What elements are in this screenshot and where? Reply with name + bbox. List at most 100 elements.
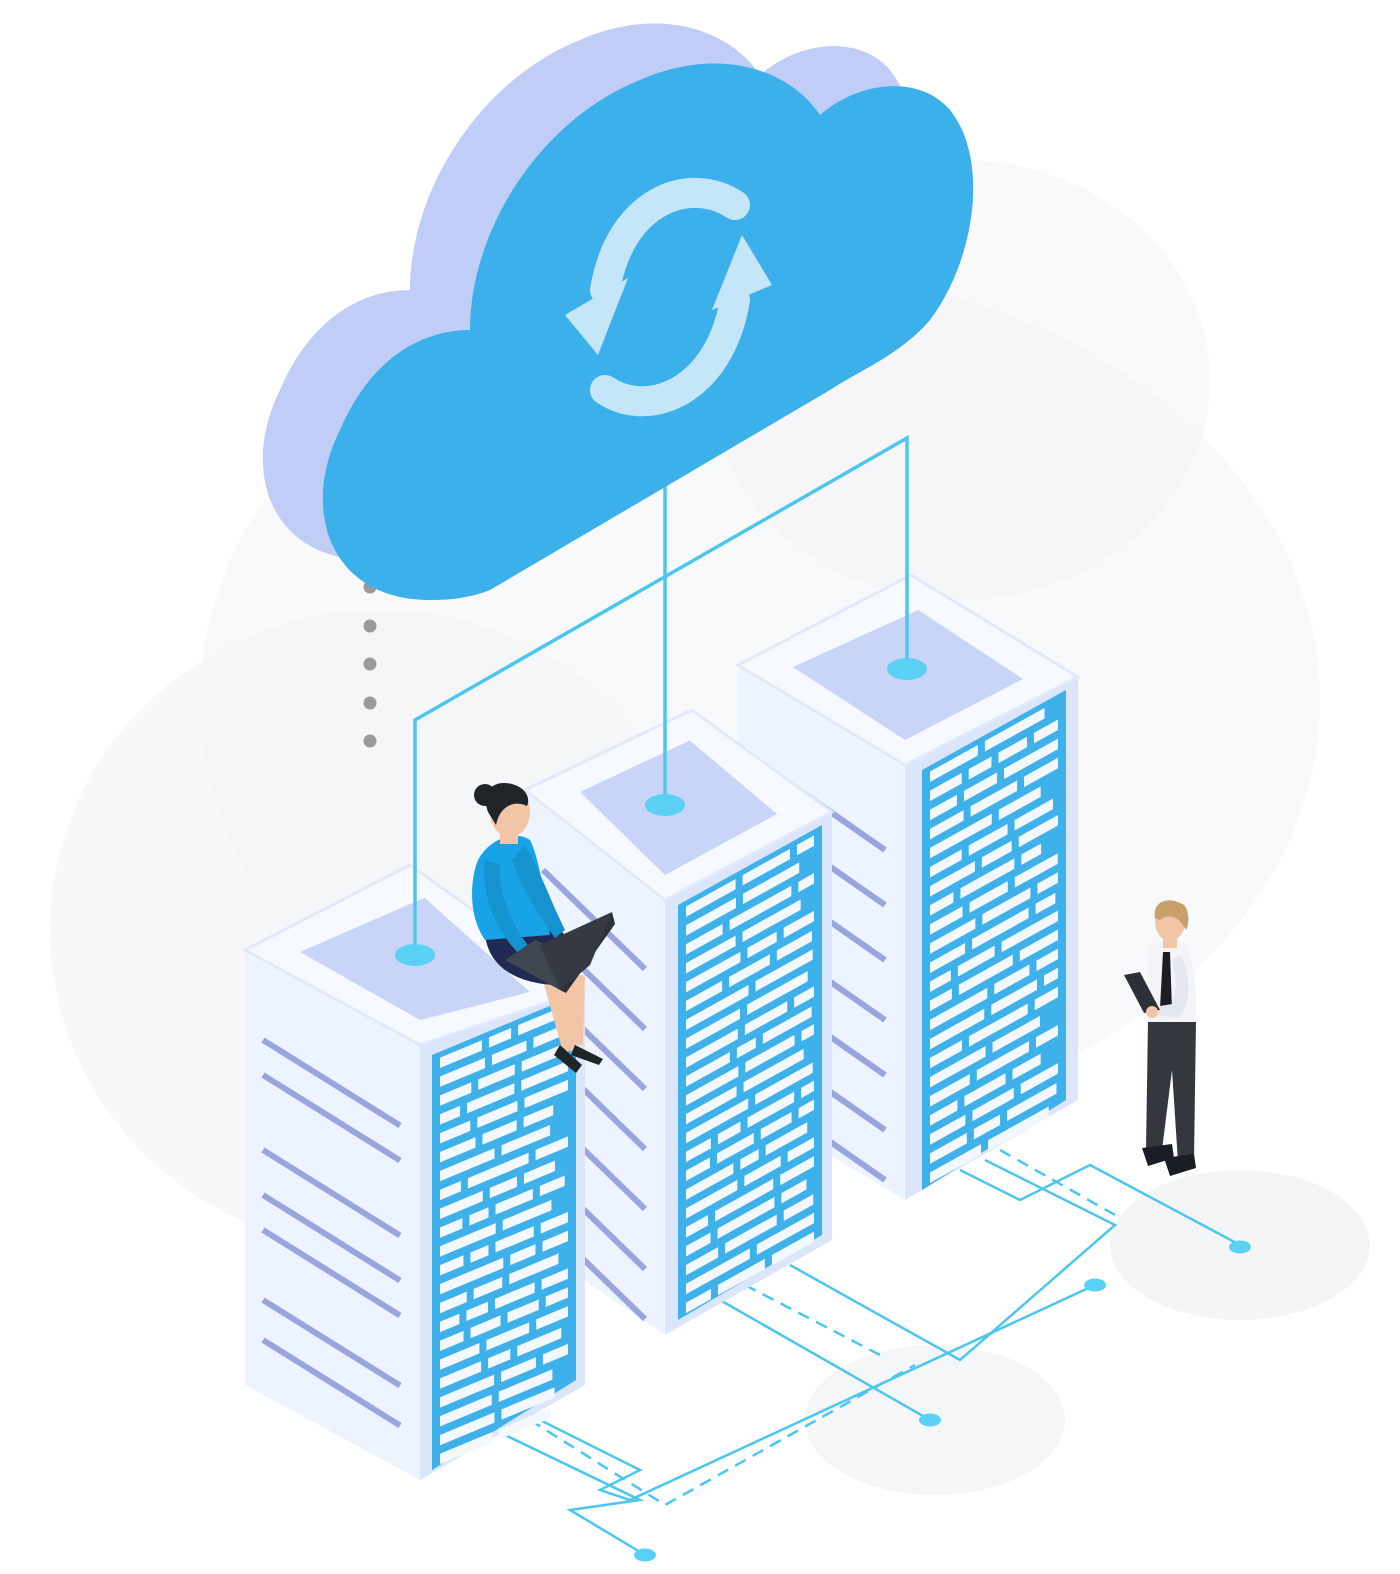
woman-hair [485,783,529,825]
rack-slot [686,1179,738,1219]
rack-slot [686,1248,750,1295]
rack-slot [495,1226,534,1253]
rack-slot [686,1085,737,1125]
rack-slot [686,951,741,993]
rack-slot [542,1343,568,1365]
rack-slot [440,1218,463,1238]
rack-slot [776,930,812,961]
dot [363,657,377,671]
connector-line [413,434,909,950]
rack-slot [930,1040,962,1069]
rack-slot [440,1412,495,1446]
rack-slot [539,1175,565,1197]
rack-slot [507,1299,539,1323]
sync-arrows-icon [565,177,772,417]
rack-slot [930,1099,958,1126]
rack-slot [521,1042,568,1072]
rack-slot [976,1041,1029,1081]
rack-slot [440,1330,464,1351]
laptop-lid [540,912,612,990]
rack-slot [1007,1083,1057,1122]
rack-slot [930,794,957,821]
rack-slot [1044,967,1058,986]
rack-slot [930,1144,982,1183]
rack-slot [745,1034,795,1073]
rack-slot [686,1066,739,1106]
person-sitting-with-laptop [472,783,615,1073]
rack-slot [686,1163,734,1200]
rack-slot [440,1432,492,1465]
woman-arm [484,860,530,955]
rack-slot [747,931,777,959]
rack-slot [1021,843,1042,865]
rack-slot [972,907,1029,950]
dot [363,696,377,710]
rack-slot [744,1155,781,1187]
rack-slot [440,1105,460,1125]
rack-slot [440,1374,495,1408]
rack-slot [686,1008,741,1049]
rack-slot [498,1369,553,1402]
rack-slot [964,1073,1006,1107]
rack-slot [466,1301,488,1322]
cloud-connector-lines [395,434,927,966]
rack-slot [998,786,1041,821]
woman-leg [540,970,575,1052]
rack-slot [930,810,964,840]
circuit-node [1229,1240,1251,1254]
sync-arrowhead [565,278,628,355]
rack-slot [781,1179,807,1204]
connector-node [887,658,927,680]
rack-slot [744,1001,788,1036]
rack-slot [1014,798,1054,831]
rack-slot [501,1124,551,1156]
rack-slot [715,1178,774,1222]
rack-slot [796,835,814,856]
rack-slot [930,906,963,935]
rack-slot [957,945,995,977]
rack-stripe [261,1227,402,1319]
rack-slot [1001,910,1058,953]
rack-slot [760,1111,792,1140]
rack-slot [488,1349,511,1369]
circuit-line [519,1283,1096,1502]
rack-slot [968,823,1008,857]
rack-slot [440,1291,467,1314]
sync-arc-bottom [590,285,750,417]
dot [363,619,377,633]
rack-slot [765,1122,808,1156]
rack-slot [783,910,814,939]
man-hand [1146,1006,1158,1018]
rack-slot [540,1211,568,1234]
circuit-line [504,1433,646,1557]
man-trousers [1146,1020,1196,1162]
rack-stripe [261,1147,402,1239]
rack-slot [488,1028,512,1048]
man-tie [1160,952,1172,1016]
rack-slot [798,873,814,893]
rack-slot [930,1046,986,1088]
rack-stripe [261,1337,402,1429]
rack-slot [747,971,808,1016]
rack-slot [930,861,975,897]
rack-slot [1024,757,1058,788]
rack-slot [1035,1024,1058,1048]
woman-shoe [554,1045,582,1073]
rack-slot [524,1079,568,1109]
rack-slot [686,1288,711,1314]
rack-slot [545,1287,568,1307]
circuit-node [634,1548,656,1562]
rack-slot [686,1232,711,1257]
rack-slot [1035,892,1056,915]
rack-slot [440,1137,476,1163]
rack-slot [440,1343,480,1370]
rack-slot [729,885,792,931]
rack-slot [755,949,813,992]
rack-slot [1034,986,1058,1011]
rack-slot [729,954,770,988]
rack-slot [963,772,998,802]
rack-slot [542,1230,568,1252]
rack-slot [756,1212,814,1255]
circuit-node [1084,1278,1106,1292]
circuit-line [789,1158,1118,1362]
